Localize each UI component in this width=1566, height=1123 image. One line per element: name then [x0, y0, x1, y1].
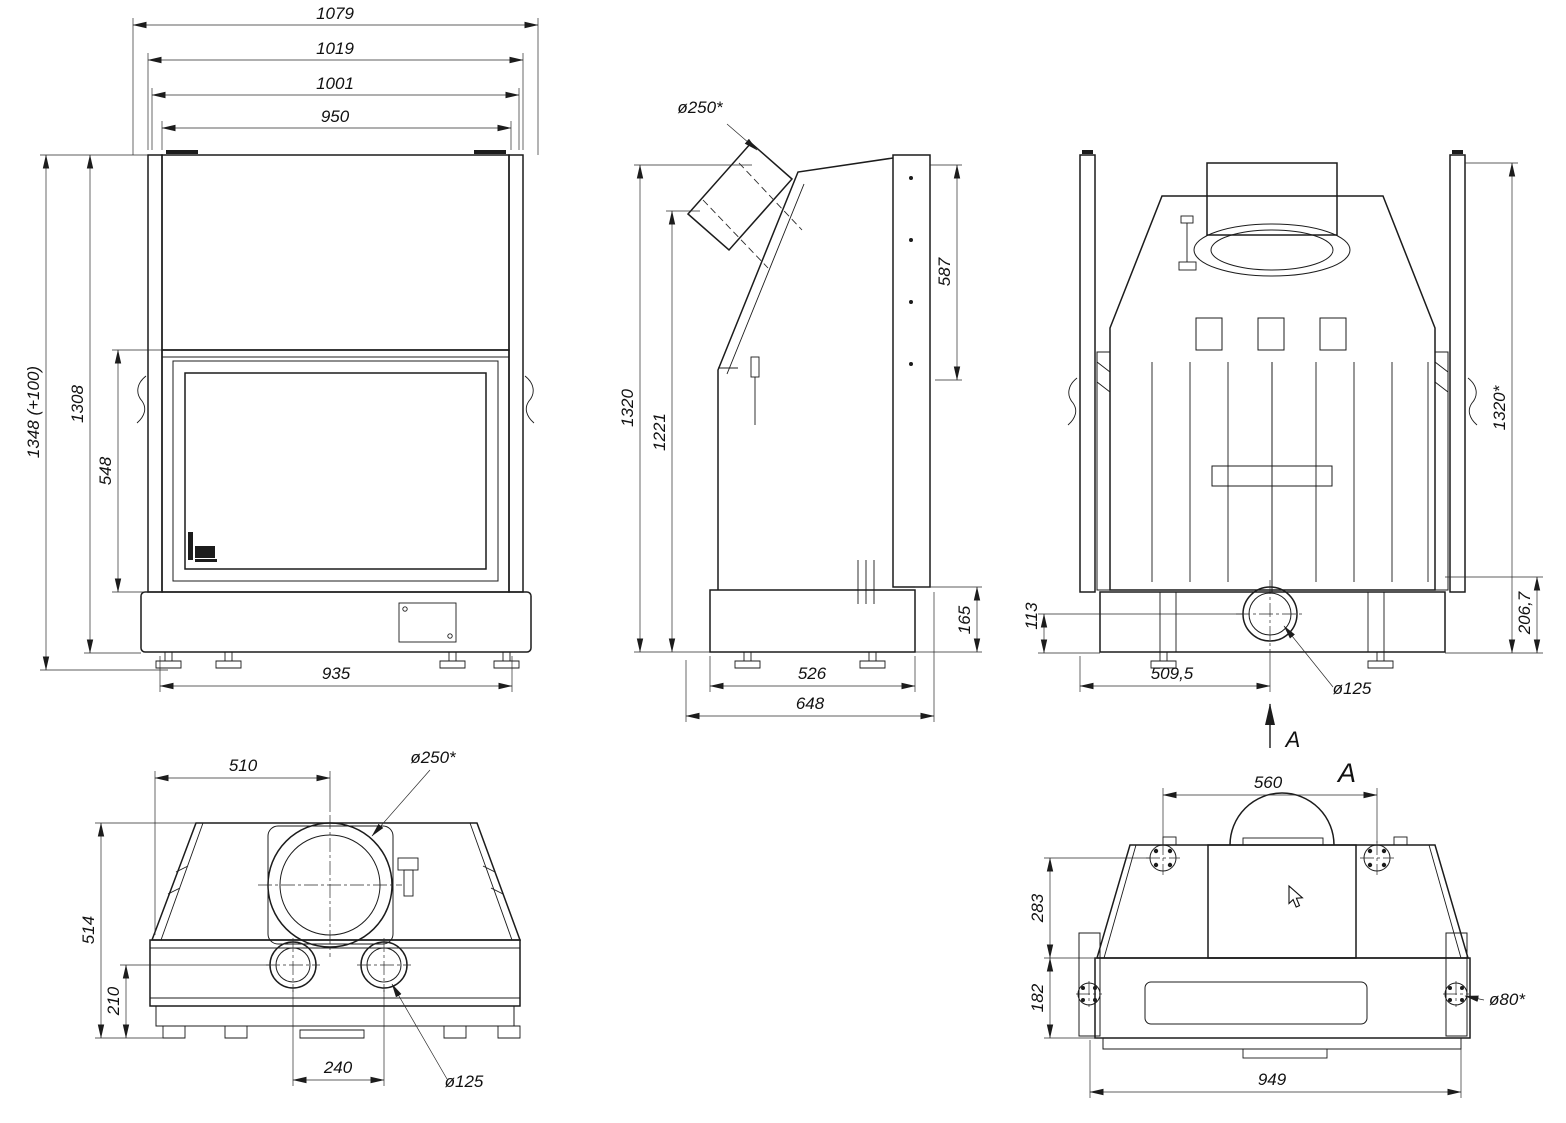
dim-label: ø125 — [1333, 679, 1372, 698]
front-object-fireplace — [136, 150, 535, 669]
bottom-dome-arc — [1229, 792, 1335, 846]
rear-feet — [1150, 651, 1394, 669]
dim-label: 950 — [321, 107, 350, 126]
dim-label: 935 — [322, 664, 351, 683]
front-right-handle — [524, 375, 535, 424]
top-dim-outlet-spacing: 240 — [292, 990, 385, 1086]
rear-object-fireplace — [1067, 150, 1478, 669]
side-dim-shield-height: 587 — [930, 164, 962, 381]
rear-dim-outlet-offset: 509,5 — [1079, 650, 1271, 692]
dim-label: 587 — [935, 257, 954, 286]
bottom-dim-overall-width: 949 — [1089, 1040, 1462, 1098]
dim-label: 210 — [104, 986, 123, 1016]
bottom-dim-bolt-spacing: 560 — [1162, 773, 1378, 843]
bottom-dim-upper-height: 283 — [1028, 857, 1150, 959]
bottom-view: 560 283 182 ø80* 949 — [1028, 773, 1526, 1098]
front-dim-width-4: 950 — [161, 107, 512, 150]
dim-label: 1320* — [1490, 384, 1509, 430]
side-dim-overall-depth: 648 — [685, 592, 935, 722]
front-dim-door-height: 548 — [96, 349, 162, 593]
dim-label: 514 — [79, 916, 98, 944]
top-view: 510 ø250* 514 210 240 ø125 — [79, 748, 522, 1091]
dim-label: 560 — [1254, 773, 1283, 792]
front-dim-base-width: 935 — [159, 656, 513, 692]
dim-label: 1308 — [68, 385, 87, 423]
side-object-fireplace — [686, 141, 931, 669]
section-letter: A — [1284, 727, 1301, 752]
dim-label: 548 — [96, 456, 115, 485]
side-view: ø250* 587 1320 1221 165 526 — [618, 98, 982, 722]
rear-right-handle — [1467, 377, 1478, 426]
bottom-bracket-right — [1443, 932, 1469, 1037]
top-dim-front-depth: 210 — [104, 964, 270, 1039]
dim-label: 240 — [323, 1058, 353, 1077]
side-dim-flue-diameter: ø250* — [677, 98, 758, 151]
dim-label: 113 — [1022, 602, 1041, 630]
dim-label: ø250* — [410, 748, 457, 767]
dim-label: 510 — [229, 756, 258, 775]
rear-dim-base-height: 206,7 — [1445, 576, 1543, 654]
rear-dim-outlet-diameter: ø125 — [1283, 625, 1372, 698]
dim-label: 509,5 — [1151, 664, 1194, 683]
dim-label: 165 — [955, 605, 974, 634]
side-dim-height-2: 1221 — [650, 210, 700, 653]
rear-dim-outlet-height: 113 — [1022, 602, 1243, 654]
dim-label: ø80* — [1489, 990, 1526, 1009]
side-dim-base-height: 165 — [915, 586, 982, 653]
front-dim-overall-height: 1348 (+100) — [24, 154, 168, 671]
front-dim-width-3: 1001 — [151, 74, 520, 150]
front-dim-width-2: 1019 — [147, 39, 524, 150]
front-feet — [155, 651, 520, 669]
side-feet — [734, 651, 886, 669]
dim-label: 1001 — [316, 74, 354, 93]
front-dim-overall-width: 1079 — [132, 4, 539, 155]
front-logo — [188, 532, 217, 562]
dim-label: 1348 (+100) — [24, 366, 43, 458]
bottom-bolt-circle-right — [1360, 841, 1394, 875]
dim-label: 526 — [798, 664, 827, 683]
bottom-dim-bolt-diameter: ø80* — [1464, 990, 1526, 1009]
dim-label: 1221 — [650, 413, 669, 451]
dim-label: 949 — [1258, 1070, 1287, 1089]
dim-label: 648 — [796, 694, 825, 713]
dim-label: 283 — [1028, 893, 1047, 923]
dim-label: 206,7 — [1515, 591, 1534, 635]
top-dim-flue-diameter: ø250* — [371, 748, 457, 837]
rear-view: 113 1320* 206,7 509,5 ø125 A A — [1022, 150, 1543, 788]
mouse-cursor — [1288, 884, 1304, 908]
side-flue-stub — [686, 141, 794, 252]
front-view: 1079 1019 1001 950 1348 (+100) 1308 — [24, 4, 539, 692]
top-dim-flue-offset: 510 — [154, 756, 331, 935]
bottom-bolt-circle-left — [1146, 841, 1180, 875]
side-damper-pins — [857, 560, 875, 604]
dim-label: ø125 — [445, 1072, 484, 1091]
top-object-fireplace — [149, 815, 522, 1039]
bottom-bracket-left — [1076, 932, 1102, 1037]
section-letter: A — [1336, 758, 1356, 788]
side-dim-overall-height: 1320 — [618, 164, 752, 653]
rear-chimney-collar — [1206, 162, 1338, 236]
top-feet-tabs — [162, 1025, 521, 1039]
rear-left-handle — [1067, 377, 1078, 426]
dim-label: 1079 — [316, 4, 354, 23]
rear-dim-overall-height: 1320* — [1445, 162, 1543, 654]
bottom-dim-lower-height: 182 — [1028, 957, 1103, 1039]
dim-label: ø250* — [677, 98, 724, 117]
front-left-handle — [136, 375, 147, 424]
rear-section-mark: A A — [1264, 703, 1356, 788]
top-dim-overall-depth: 514 — [79, 822, 196, 1039]
dim-label: 182 — [1028, 983, 1047, 1012]
bottom-object-fireplace — [1076, 792, 1471, 1059]
dim-label: 1019 — [316, 39, 354, 58]
dim-label: 1320 — [618, 389, 637, 427]
top-dim-outlet-diameter: ø125 — [391, 983, 484, 1091]
rear-damper-lever — [1178, 215, 1197, 271]
front-dim-height-2: 1308 — [68, 154, 141, 654]
side-dim-base-depth: 526 — [709, 656, 916, 692]
